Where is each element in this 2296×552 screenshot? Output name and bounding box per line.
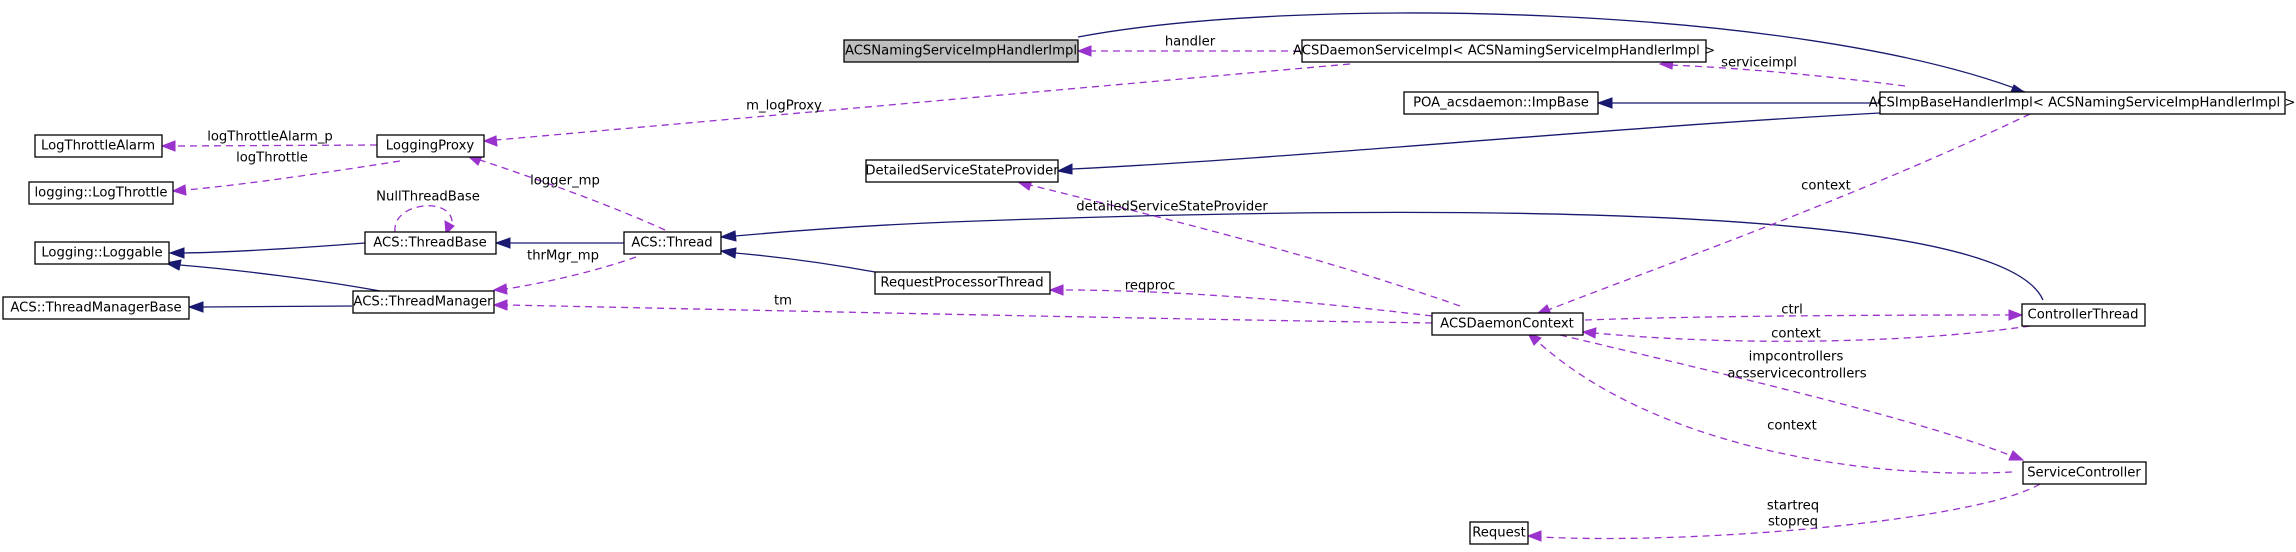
svg-text:RequestProcessorThread: RequestProcessorThread (880, 276, 1043, 291)
svg-text:ACS::Thread: ACS::Thread (631, 236, 712, 251)
edge-label-handler: handler (1165, 35, 1216, 50)
edge-label-context-service: context (1767, 419, 1817, 434)
node-request[interactable]: Request (1469, 521, 1529, 545)
node-acs-thread-base[interactable]: ACS::ThreadBase (364, 231, 497, 255)
edge-thread-to-thread-base (494, 237, 624, 249)
edge-label-acsservicecontrollers: acsservicecontrollers (1727, 367, 1866, 382)
edge-label-log-throttle-alarm-p: logThrottleAlarm_p (207, 130, 333, 145)
edge-label-thr-mgr-mp: thrMgr_mp (527, 249, 599, 264)
node-acs-imp-base-handler-impl[interactable]: ACSImpBaseHandlerImpl< ACSNamingServiceI… (1869, 91, 2296, 115)
node-acs-thread[interactable]: ACS::Thread (623, 231, 722, 255)
svg-text:Request: Request (1472, 526, 1526, 541)
edge-logger-mp: logger_mp (466, 155, 666, 231)
edge-label-reqproc: reqproc (1125, 279, 1175, 294)
edge-reqproc: reqproc (1048, 279, 1433, 317)
svg-text:POA_acsdaemon::ImpBase: POA_acsdaemon::ImpBase (1413, 96, 1589, 111)
edge-label-startreq: startreq (1767, 499, 1819, 514)
svg-text:ACSDaemonContext: ACSDaemonContext (1440, 317, 1574, 332)
node-acs-thread-manager[interactable]: ACS::ThreadManager (352, 290, 495, 314)
edge-ctrl: ctrl (1584, 303, 2024, 321)
svg-text:LoggingProxy: LoggingProxy (386, 139, 475, 154)
edge-imp-base-handler-to-detailed-state-provider (1056, 112, 1881, 175)
node-request-processor-thread[interactable]: RequestProcessorThread (874, 271, 1051, 295)
edge-label-logger-mp: logger_mp (530, 174, 600, 189)
edge-context-ctrl: context (1581, 325, 2031, 342)
svg-text:ACSNamingServiceImpHandlerImpl: ACSNamingServiceImpHandlerImpl (845, 44, 1077, 59)
edge-tm: tm (492, 294, 1433, 324)
edge-label-tm: tm (774, 294, 792, 309)
svg-text:Logging::Loggable: Logging::Loggable (41, 246, 162, 261)
edge-controller-thread-to-thread (719, 211, 2044, 301)
node-logging-log-throttle[interactable]: logging::LogThrottle (28, 181, 174, 205)
svg-text:logging::LogThrottle: logging::LogThrottle (34, 186, 167, 201)
node-log-throttle-alarm[interactable]: LogThrottleAlarm (34, 134, 163, 158)
edge-imp-base-handler-to-poa (1596, 97, 1880, 109)
node-acs-thread-manager-base[interactable]: ACS::ThreadManagerBase (2, 296, 190, 320)
edge-detailed-service-state-provider: detailedServiceStateProvider (1016, 179, 1461, 307)
node-logging-loggable[interactable]: Logging::Loggable (34, 241, 170, 265)
edge-label-context-top: context (1801, 179, 1851, 194)
edge-label-stopreq: stopreq (1768, 515, 1818, 530)
edge-request-processor-to-thread (719, 247, 876, 273)
edge-thr-mgr-mp: thrMgr_mp (492, 249, 637, 295)
node-poa-acsdaemon-imp-base[interactable]: POA_acsdaemon::ImpBase (1403, 91, 1599, 115)
edge-controllers: impcontrollers acsservicecontrollers (1559, 334, 2025, 461)
edge-log-throttle-alarm-p: logThrottleAlarm_p (160, 130, 378, 152)
edge-thread-base-to-loggable (168, 242, 366, 259)
edge-log-throttle: logThrottle (171, 151, 401, 196)
node-acs-daemon-context[interactable]: ACSDaemonContext (1431, 312, 1584, 336)
edge-label-context-ctrl: context (1771, 327, 1821, 342)
edge-thread-manager-to-manager-base (187, 301, 353, 313)
edge-label-impcontrollers: impcontrollers (1749, 350, 1844, 365)
edge-label-log-throttle: logThrottle (236, 151, 308, 166)
svg-text:ACSImpBaseHandlerImpl< ACSNami: ACSImpBaseHandlerImpl< ACSNamingServiceI… (1869, 96, 2296, 111)
svg-text:LogThrottleAlarm: LogThrottleAlarm (41, 139, 155, 154)
node-controller-thread[interactable]: ControllerThread (2021, 303, 2146, 327)
svg-text:DetailedServiceStateProvider: DetailedServiceStateProvider (865, 164, 1059, 179)
node-service-controller[interactable]: ServiceController (2022, 461, 2147, 485)
node-acs-daemon-service-impl[interactable]: ACSDaemonServiceImpl< ACSNamingServiceIm… (1293, 39, 1715, 63)
svg-text:ACS::ThreadBase: ACS::ThreadBase (373, 236, 486, 251)
svg-text:ACSDaemonServiceImpl< ACSNamin: ACSDaemonServiceImpl< ACSNamingServiceIm… (1293, 44, 1715, 59)
edge-label-serviceimpl: serviceimpl (1721, 56, 1797, 71)
edge-label-null-thread-base: NullThreadBase (376, 190, 480, 205)
svg-text:ACS::ThreadManagerBase: ACS::ThreadManagerBase (10, 301, 181, 316)
edge-null-thread-base: NullThreadBase (376, 190, 480, 236)
edge-context-top: context (1535, 113, 2031, 315)
svg-text:ServiceController: ServiceController (2027, 466, 2141, 481)
node-detailed-service-state-provider[interactable]: DetailedServiceStateProvider (865, 159, 1059, 183)
edge-label-detailed-service-state-provider: detailedServiceStateProvider (1076, 200, 1268, 215)
edge-handler: handler (1076, 35, 1300, 57)
edge-label-m-log-proxy: m_logProxy (746, 99, 822, 114)
svg-text:ACS::ThreadManager: ACS::ThreadManager (353, 295, 493, 310)
edge-context-service: context (1526, 332, 2013, 474)
edge-requests: startreq stopreq (1526, 483, 2041, 542)
node-naming-service-imp-handler-impl[interactable]: ACSNamingServiceImpHandlerImpl (843, 39, 1079, 63)
edge-label-ctrl: ctrl (1781, 303, 1803, 318)
edge-m-log-proxy: m_logProxy (482, 63, 1351, 147)
edge-thread-manager-to-loggable (164, 259, 381, 292)
node-logging-proxy[interactable]: LoggingProxy (376, 134, 485, 158)
svg-text:ControllerThread: ControllerThread (2028, 308, 2139, 323)
